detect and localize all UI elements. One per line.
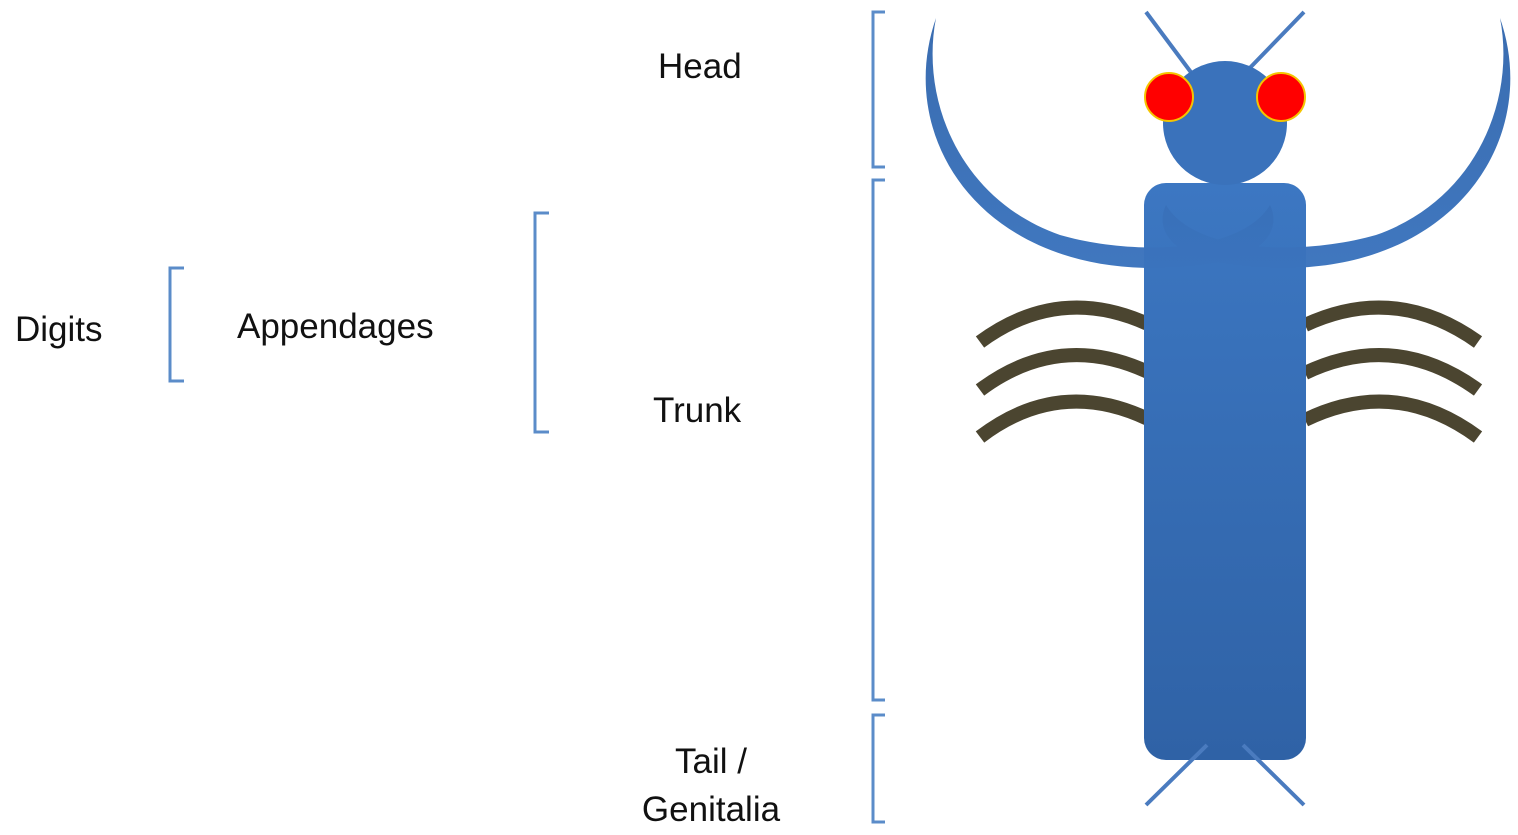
- label-tail-genitalia: Tail / Genitalia: [622, 738, 800, 834]
- label-tail-line2: Genitalia: [622, 786, 800, 834]
- label-appendages: Appendages: [237, 306, 434, 348]
- bracket-appendages: [535, 213, 549, 432]
- eye-right: [1257, 73, 1305, 121]
- trunk-body: [1144, 183, 1306, 760]
- antenna-right: [1243, 12, 1304, 75]
- antenna-left: [1146, 12, 1193, 75]
- bracket-trunk: [873, 180, 885, 700]
- label-digits: Digits: [15, 309, 103, 351]
- label-head: Head: [658, 46, 742, 88]
- label-tail-line1: Tail /: [622, 738, 800, 786]
- label-trunk: Trunk: [653, 390, 741, 432]
- bracket-head: [873, 12, 885, 167]
- bracket-digits: [170, 268, 184, 381]
- eye-left: [1145, 73, 1193, 121]
- bracket-tail: [873, 715, 885, 822]
